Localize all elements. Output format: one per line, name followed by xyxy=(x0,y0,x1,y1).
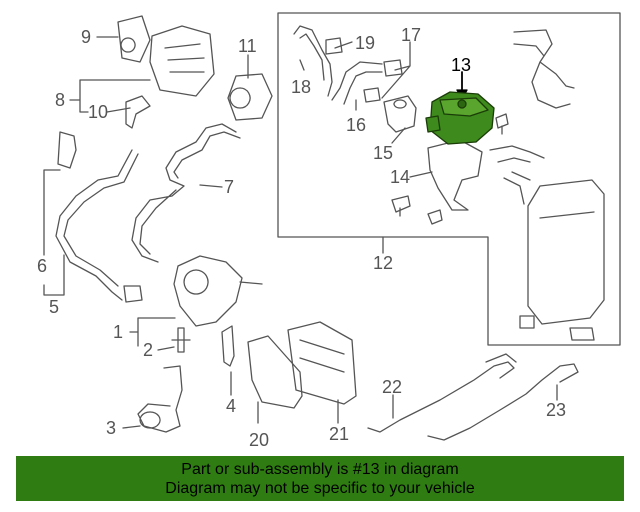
banner-line-1: Part or sub-assembly is #13 in diagram xyxy=(181,461,459,478)
callout-22: 22 xyxy=(382,377,403,397)
callout-1: 1 xyxy=(113,322,124,342)
callout-13: 13 xyxy=(451,55,472,75)
part-4-bracket xyxy=(221,325,235,367)
leader-1 xyxy=(129,317,176,347)
callout-10: 10 xyxy=(88,102,109,122)
part-9-gasket xyxy=(117,15,151,63)
part-3-bracket xyxy=(137,365,183,433)
callout-15: 15 xyxy=(373,143,394,163)
part-harness xyxy=(513,29,575,109)
part-fastener-2 xyxy=(427,209,443,225)
part-20-unit xyxy=(247,335,303,409)
callout-18: 18 xyxy=(291,77,312,97)
leader-3 xyxy=(122,425,141,429)
subassembly-box xyxy=(277,12,621,346)
leader-19 xyxy=(334,41,353,49)
part-16-hose xyxy=(331,61,383,105)
part-14-pipe xyxy=(489,145,545,163)
part-23-sensor xyxy=(427,363,579,441)
part-6-hose xyxy=(55,149,139,301)
part-1-connector xyxy=(123,285,143,303)
part-21-cover xyxy=(287,321,357,405)
part-2-sensor xyxy=(171,327,191,353)
leader-14 xyxy=(409,171,433,178)
leader-5 xyxy=(43,254,65,296)
part-11-pump xyxy=(227,73,273,121)
leader-7 xyxy=(199,184,223,188)
callout-7: 7 xyxy=(224,177,235,197)
leader-6 xyxy=(43,169,61,256)
callout-6: 6 xyxy=(37,256,48,276)
leader-8 xyxy=(69,79,151,113)
part-22-sensor xyxy=(367,353,517,433)
callout-14: 14 xyxy=(390,167,411,187)
part-fastener-1 xyxy=(391,195,411,217)
part-canister xyxy=(519,179,605,341)
part-18-hose xyxy=(293,25,333,97)
callout-8: 8 xyxy=(55,90,66,110)
callout-20: 20 xyxy=(249,430,270,450)
parts-diagram xyxy=(43,12,621,441)
leader-2 xyxy=(157,346,175,351)
part-8-valve xyxy=(149,25,215,97)
callout-3: 3 xyxy=(106,418,117,438)
callout-17: 17 xyxy=(401,25,422,45)
part-19-clamp xyxy=(325,37,343,55)
callout-5: 5 xyxy=(49,297,60,317)
part-17-clamp xyxy=(363,59,403,103)
callout-9: 9 xyxy=(81,27,92,47)
callout-16: 16 xyxy=(346,115,367,135)
leader-17 xyxy=(381,41,411,99)
part-15-filter xyxy=(383,95,417,133)
callout-11: 11 xyxy=(238,36,257,56)
leader-15 xyxy=(391,127,406,144)
callout-23: 23 xyxy=(546,400,567,420)
callout-2: 2 xyxy=(143,340,154,360)
info-banner: Part or sub-assembly is #13 in diagram D… xyxy=(16,456,624,501)
callout-21: 21 xyxy=(329,424,350,444)
callout-12: 12 xyxy=(373,253,394,273)
part-7-hose xyxy=(131,123,241,263)
part-13-highlighted xyxy=(425,91,495,145)
part-6-connector xyxy=(57,131,77,169)
part-canister-hose xyxy=(503,171,531,205)
leader-18 xyxy=(299,59,305,71)
part-fastener-3 xyxy=(495,113,509,135)
banner-line-2: Diagram may not be specific to your vehi… xyxy=(165,480,475,497)
part-10-sensor xyxy=(125,95,151,129)
callout-19: 19 xyxy=(355,33,376,53)
part-1-pump xyxy=(173,255,263,327)
part-14-bracket xyxy=(427,139,483,211)
callout-4: 4 xyxy=(226,396,237,416)
